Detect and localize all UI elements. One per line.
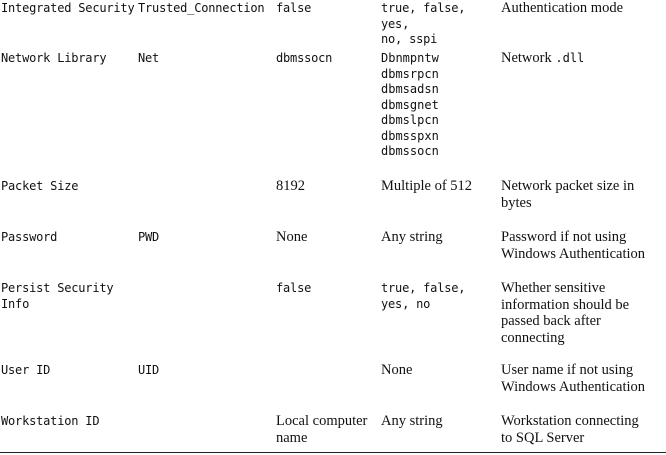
default-cell: None bbox=[276, 229, 308, 245]
default-cell: false bbox=[276, 281, 312, 295]
keyword-cell: Network Library bbox=[1, 51, 107, 65]
description-cell: Password if not using Windows Authentica… bbox=[501, 229, 645, 262]
description-cell: Whether sensitive information should be … bbox=[501, 280, 630, 346]
table-bottom-rule bbox=[0, 452, 666, 453]
values-list-item: dbmsrpcn bbox=[381, 66, 439, 81]
default-cell: Local computer name bbox=[276, 413, 368, 446]
default-cell: false bbox=[276, 1, 312, 15]
keyword-cell: User ID bbox=[1, 363, 51, 377]
values-cell: true, false, yes, no bbox=[381, 281, 466, 311]
values-list-item: dbmssocn bbox=[381, 144, 439, 158]
description-cell: Workstation connecting to SQL Server bbox=[501, 413, 639, 446]
values-list-item: dbmslpcn bbox=[381, 113, 439, 127]
description-cell: Network packet size in bytes bbox=[501, 178, 635, 211]
alias-cell: Trusted_Connection bbox=[138, 1, 265, 15]
values-list-item: Dbnmpntw bbox=[381, 51, 439, 65]
alias-cell: PWD bbox=[138, 230, 160, 244]
values-list: Dbnmpntw dbmsrpcn dbmsadsn dbmsgnet dbms… bbox=[381, 51, 500, 160]
description-cell: Network .dll bbox=[501, 50, 666, 67]
alias-cell: UID bbox=[138, 363, 160, 377]
description-cell: Authentication mode bbox=[501, 0, 624, 16]
values-cell: Any string bbox=[381, 413, 443, 429]
keyword-cell: Integrated Security bbox=[1, 1, 135, 15]
keyword-cell: Workstation ID bbox=[1, 414, 100, 428]
values-cell: Multiple of 512 bbox=[381, 178, 473, 194]
values-list-item: dbmsadsn bbox=[381, 82, 439, 96]
values-cell: Any string bbox=[381, 229, 443, 245]
default-cell: 8192 bbox=[276, 178, 305, 194]
description-code: .dll bbox=[555, 51, 585, 65]
alias-cell: Net bbox=[138, 51, 160, 65]
keyword-cell: Packet Size bbox=[1, 179, 79, 193]
keyword-cell: Password bbox=[1, 230, 58, 244]
description-cell: User name if not using Windows Authentic… bbox=[501, 362, 645, 395]
values-list-item: dbmsspxn bbox=[381, 128, 439, 143]
values-cell: true, false, yes, no, sspi bbox=[381, 1, 466, 46]
default-cell: dbmssocn bbox=[276, 51, 333, 65]
values-list-item: dbmsgnet bbox=[381, 97, 439, 112]
keyword-cell: Persist Security Info bbox=[1, 281, 114, 311]
description-text: Network bbox=[501, 50, 556, 66]
values-cell: None bbox=[381, 362, 413, 378]
